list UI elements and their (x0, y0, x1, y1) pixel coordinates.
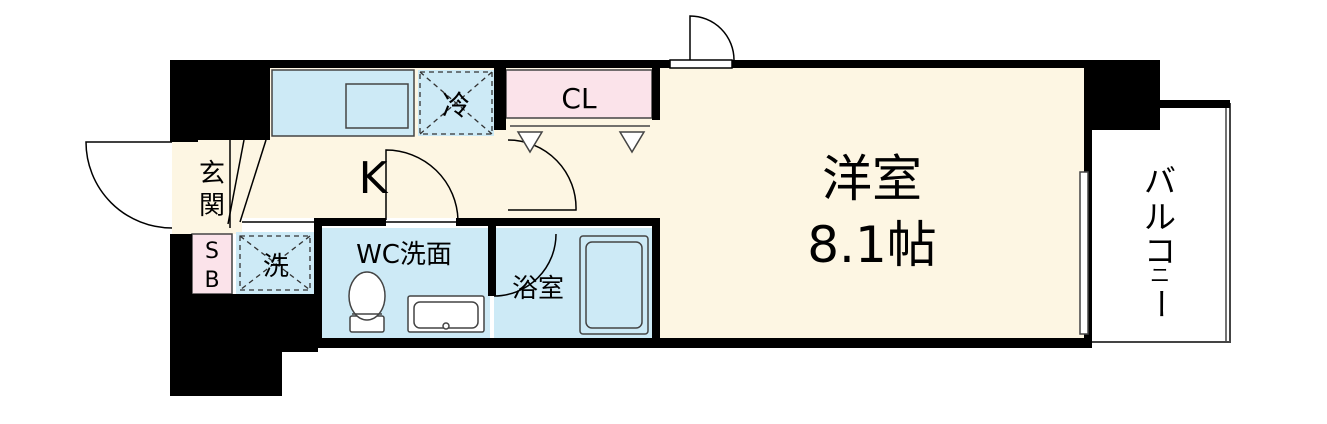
closet-label: CL (561, 82, 597, 115)
svg-text:コ: コ (1144, 232, 1176, 270)
window-top (669, 59, 733, 69)
fridge-label: 冷 (442, 89, 470, 122)
doors (85, 15, 735, 297)
washbasin-icon (407, 295, 485, 333)
bathtub-icon (579, 235, 649, 335)
balcony-rail (1158, 100, 1230, 108)
fridge-cross (419, 71, 493, 135)
svg-text:バ: バ (1144, 162, 1176, 200)
entrance-label-1: 玄 (199, 159, 225, 189)
svg-text:ー: ー (1141, 288, 1179, 320)
closet-doors (510, 125, 650, 154)
balcony-label: バ ル コ ニ ー (1141, 162, 1179, 320)
kitchen-sink-icon (345, 83, 409, 129)
washer-cross (239, 235, 311, 291)
toilet-icon (348, 271, 386, 333)
western-room-floor (656, 66, 1088, 344)
shoe-box-label-2: B (204, 268, 219, 293)
bathroom-label: 浴室 (512, 274, 564, 304)
kitchen-label: K (359, 153, 389, 204)
shoe-box (191, 233, 233, 295)
washer-label: 洗 (263, 252, 289, 282)
svg-text:ル: ル (1144, 198, 1176, 236)
western-room-size: 8.1帖 (807, 216, 937, 274)
western-room-name: 洋室 (822, 150, 922, 208)
svg-text:ニ: ニ (1150, 263, 1170, 287)
wc-washroom-label: WC洗面 (356, 240, 452, 270)
shoe-box-label-1: S (205, 239, 219, 264)
balcony-sliding-door (1079, 171, 1089, 335)
entrance-label-2: 関 (199, 191, 225, 221)
